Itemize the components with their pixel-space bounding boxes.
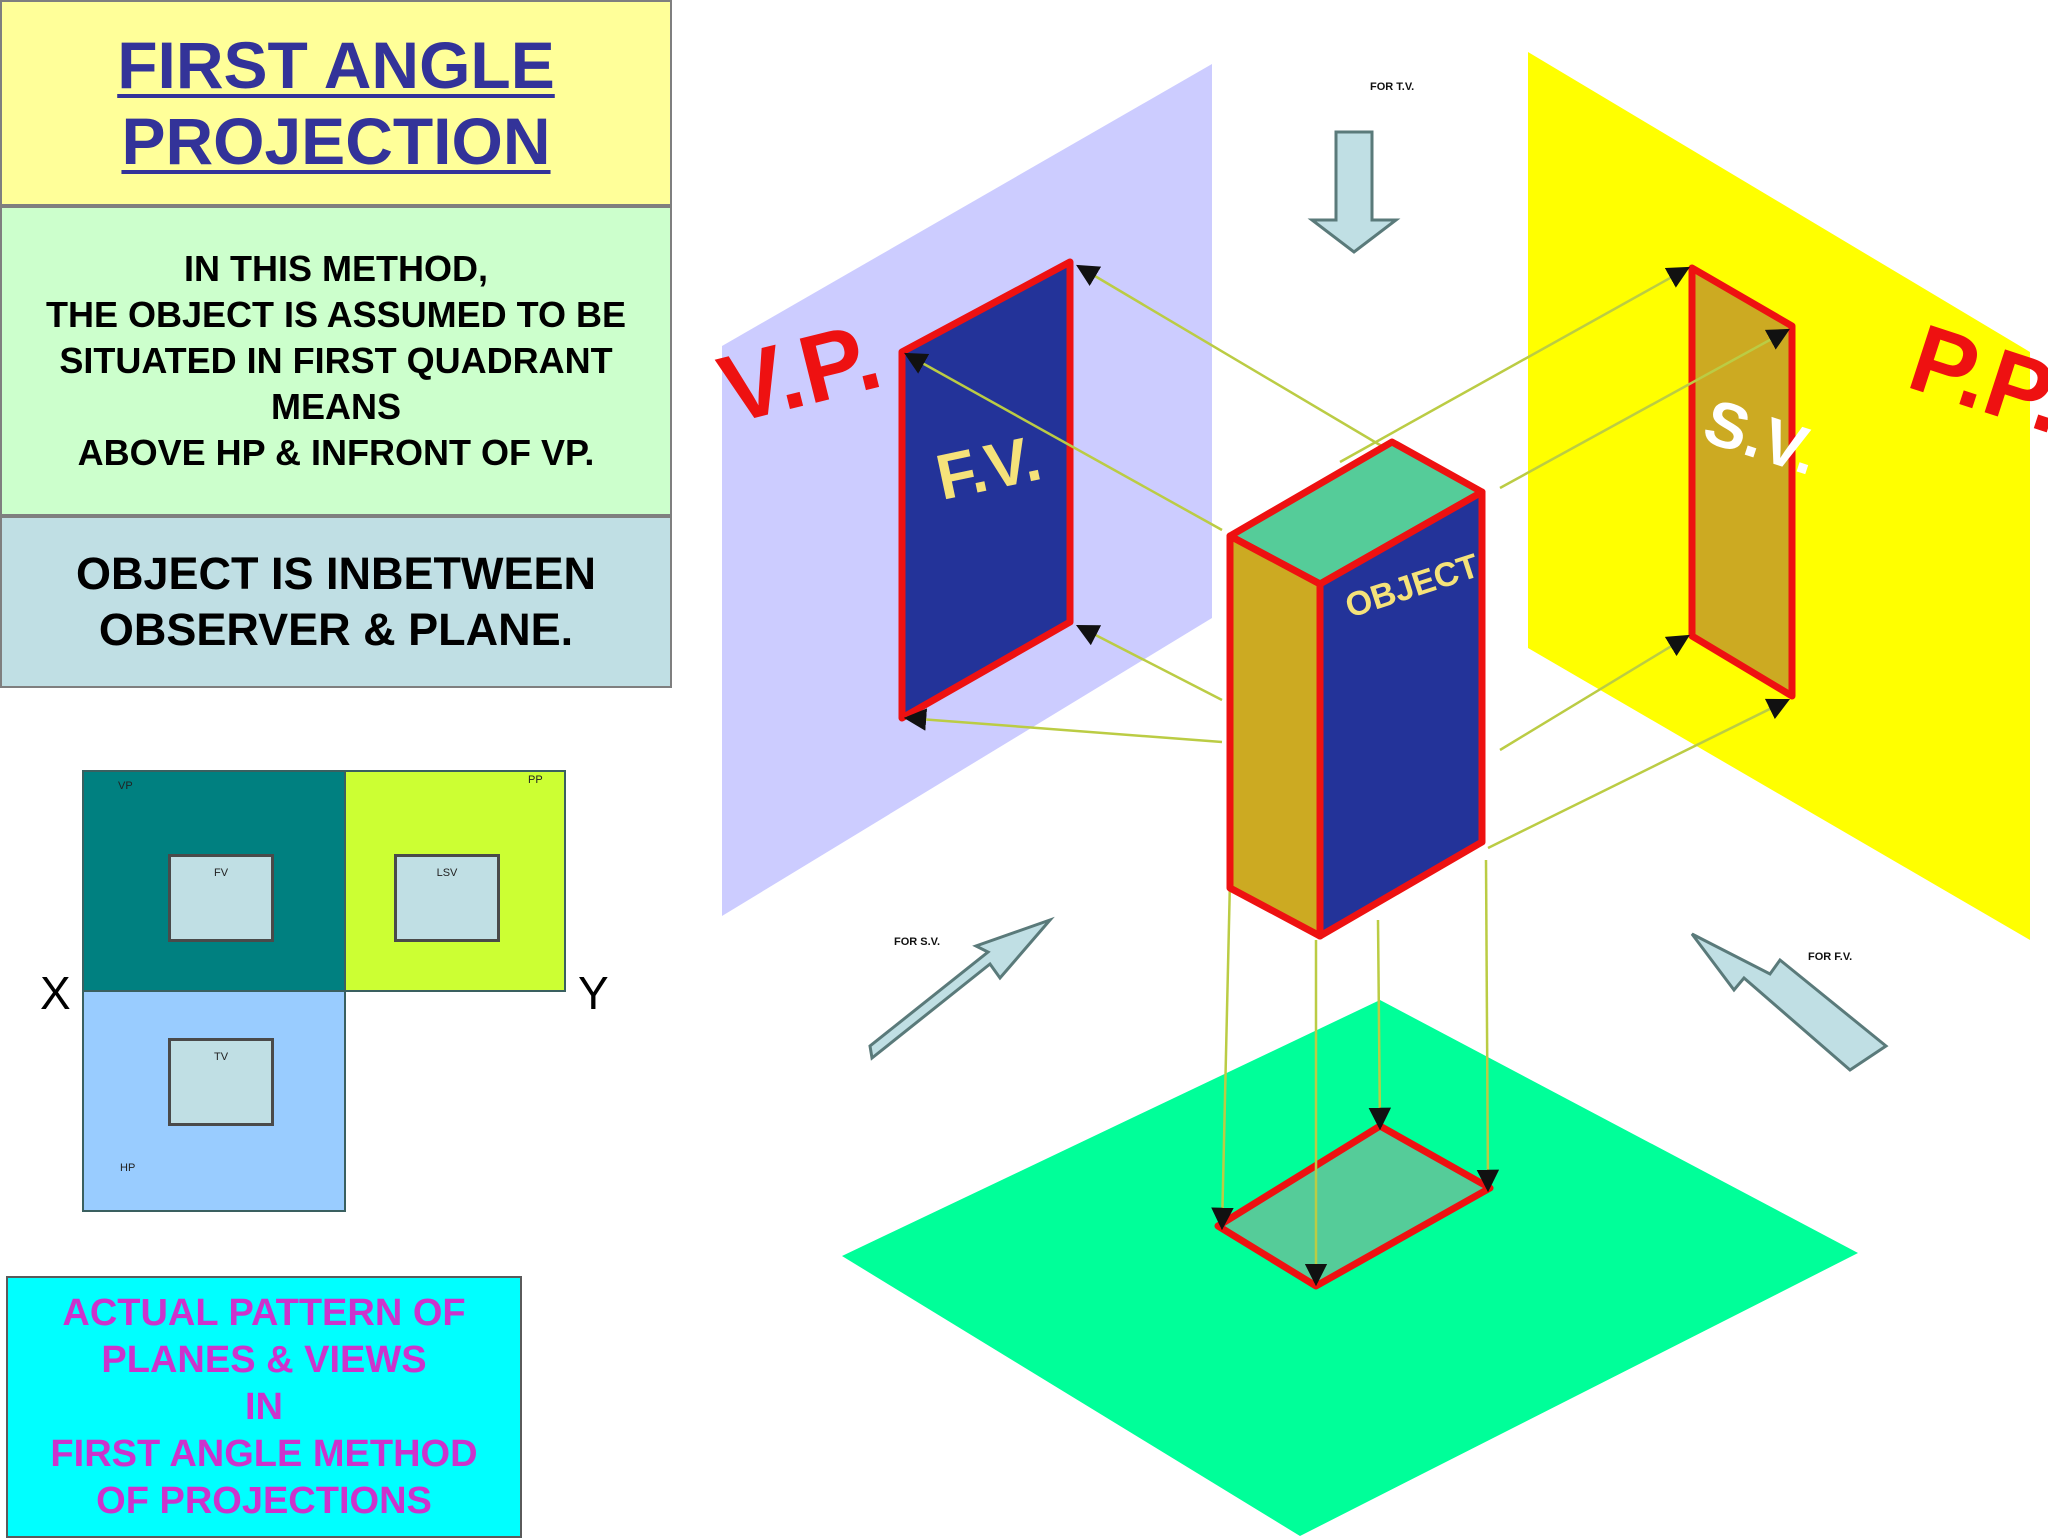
fv-view-box: FV: [168, 854, 274, 942]
method-line-1: IN THIS METHOD,: [184, 248, 488, 289]
method-line-5: ABOVE HP & INFRONT OF VP.: [77, 432, 595, 473]
y-label: Y: [578, 967, 609, 1019]
pp-quadrant-label: PP: [528, 774, 543, 786]
pattern-line-3: IN: [245, 1385, 283, 1428]
pattern-line-2: PLANES & VIEWS: [101, 1338, 427, 1381]
projectors: [903, 264, 1791, 1287]
object-side-face: [1226, 532, 1324, 940]
method-line-4: MEANS: [270, 386, 401, 427]
pattern-line-5: OF PROJECTIONS: [96, 1479, 432, 1522]
title-line-2: PROJECTION: [121, 104, 551, 178]
projector-fv-top-right: [1076, 264, 1386, 450]
arrow-for-tv-icon: [1307, 130, 1401, 254]
lsv-view-box: LSV: [394, 854, 500, 942]
for-tv-label: FOR T.V.: [1370, 81, 1414, 93]
title-line-1: FIRST ANGLE: [117, 28, 555, 102]
observer-box: OBJECT IS INBETWEEN OBSERVER & PLANE.: [0, 516, 672, 688]
projector-tv-centre: [1368, 919, 1392, 1131]
object-block: [1226, 438, 1486, 940]
projector-tv-right: [1476, 859, 1500, 1193]
projector-fv-top-left: [904, 352, 1223, 532]
arrow-for-fv-icon: [1690, 932, 1889, 1072]
title-box: FIRST ANGLE PROJECTION: [0, 0, 672, 206]
x-label: X: [40, 967, 71, 1019]
projector-sv-bottom-left: [1499, 634, 1690, 752]
method-line-3: SITUATED IN FIRST QUADRANT: [59, 340, 613, 381]
projector-sv-bottom-right: [1487, 698, 1791, 850]
vp-quadrant-label: VP: [118, 780, 133, 792]
observer-line-1: OBJECT IS INBETWEEN: [75, 548, 597, 599]
pattern-line-4: FIRST ANGLE METHOD: [50, 1432, 478, 1475]
projector-sv-top-right: [1499, 328, 1790, 490]
for-sv-label: FOR S.V.: [894, 936, 940, 948]
object-front-face: [1316, 488, 1486, 940]
side-view: [1688, 264, 1796, 700]
planes-layout: VP PP HP FV LSV TV X Y: [0, 760, 640, 1220]
projector-sv-top-left: [1339, 266, 1690, 464]
for-fv-label: FOR F.V.: [1808, 951, 1852, 963]
method-line-2: THE OBJECT IS ASSUMED TO BE: [45, 294, 627, 335]
arrow-for-sv-icon: [868, 916, 1055, 1061]
pattern-line-1: ACTUAL PATTERN OF: [62, 1291, 466, 1334]
method-box: IN THIS METHOD, THE OBJECT IS ASSUMED TO…: [0, 206, 672, 516]
observer-line-2: OBSERVER & PLANE.: [98, 604, 574, 655]
projector-fv-bottom-right: [1075, 624, 1223, 702]
projector-tv-left: [1211, 879, 1234, 1231]
pattern-box: ACTUAL PATTERN OF PLANES & VIEWS IN FIRS…: [6, 1276, 522, 1538]
projector-fv-bottom-left: [903, 708, 1223, 744]
tv-view-box: TV: [168, 1038, 274, 1126]
hp-quadrant-label: HP: [120, 1162, 136, 1174]
